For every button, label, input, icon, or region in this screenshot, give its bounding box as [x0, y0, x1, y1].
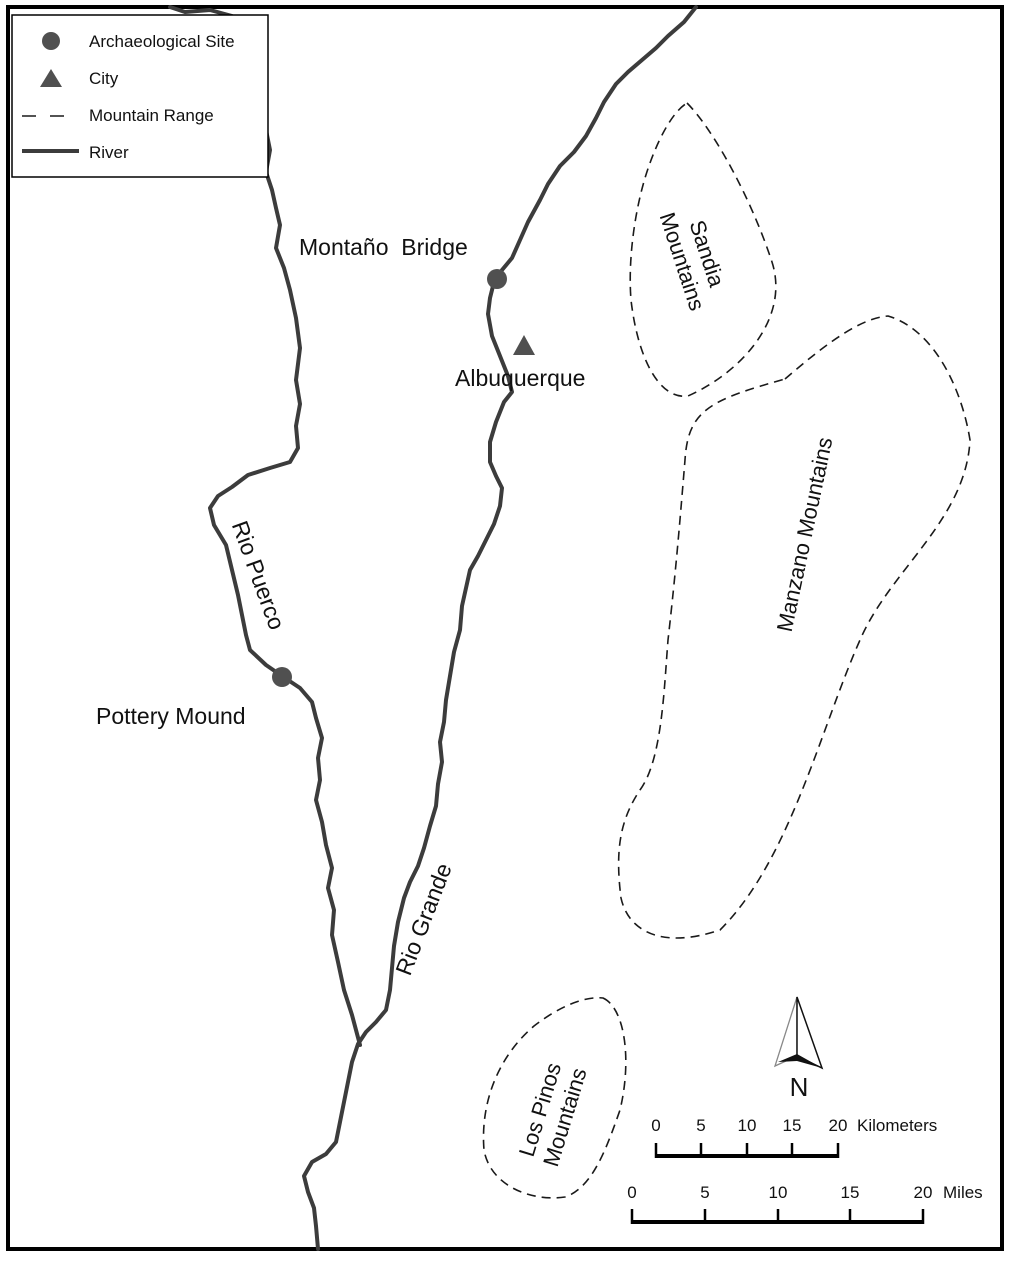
scale-mi-tick-label: 15: [841, 1183, 860, 1202]
rio-grande-line: [302, 5, 698, 1251]
scale-bar-km: 0 5 10 15 20 Kilometers: [651, 1116, 937, 1158]
sandia-mountains-label-group: Sandia Mountains: [655, 209, 730, 313]
los-pinos-mountains-label-group: Los Pinos Mountains: [514, 1060, 592, 1170]
scale-km-tick-label: 15: [783, 1116, 802, 1135]
pottery-mound-site-marker: [272, 667, 292, 687]
north-arrow-label: N: [790, 1072, 809, 1102]
scale-mi-tick-label: 5: [700, 1183, 709, 1202]
rio-puerco-label: Rio Puerco: [227, 517, 290, 633]
scale-km-tick-label: 5: [696, 1116, 705, 1135]
north-arrow-base: [778, 1054, 822, 1068]
manzano-mountains-label: Manzano Mountains: [772, 435, 838, 634]
scale-mi-tick-label: 20: [914, 1183, 933, 1202]
montano-bridge-site-marker: [487, 269, 507, 289]
los-pinos-mountains-outline: [482, 996, 627, 1199]
scale-km-unit-label: Kilometers: [857, 1116, 937, 1135]
manzano-mountains-outline: [617, 315, 971, 939]
scale-mi-tick-label: 10: [769, 1183, 788, 1202]
scale-km-tick-label: 20: [829, 1116, 848, 1135]
legend-site-icon: [42, 32, 60, 50]
scale-km-tick-label: 0: [651, 1116, 660, 1135]
albuquerque-label: Albuquerque: [455, 365, 585, 391]
legend-city-icon: [40, 69, 62, 87]
scale-bar-mi: 0 5 10 15 20 Miles: [627, 1183, 983, 1224]
scale-mi-unit-label: Miles: [943, 1183, 983, 1202]
map-frame: [6, 5, 1004, 1251]
scale-mi-tick-label: 0: [627, 1183, 636, 1202]
legend-river-label: River: [89, 143, 129, 162]
montano-bridge-label: Montaño Bridge: [299, 234, 468, 260]
albuquerque-city-marker: [513, 335, 535, 355]
legend-city-label: City: [89, 69, 119, 88]
north-arrow-icon: N: [773, 996, 824, 1102]
legend-mountain-label: Mountain Range: [89, 106, 214, 125]
scale-km-tick-label: 10: [738, 1116, 757, 1135]
legend: Archaeological Site City Mountain Range …: [11, 14, 269, 178]
pottery-mound-label: Pottery Mound: [96, 703, 246, 729]
sandia-mountains-outline: [629, 101, 777, 397]
legend-site-label: Archaeological Site: [89, 32, 235, 51]
